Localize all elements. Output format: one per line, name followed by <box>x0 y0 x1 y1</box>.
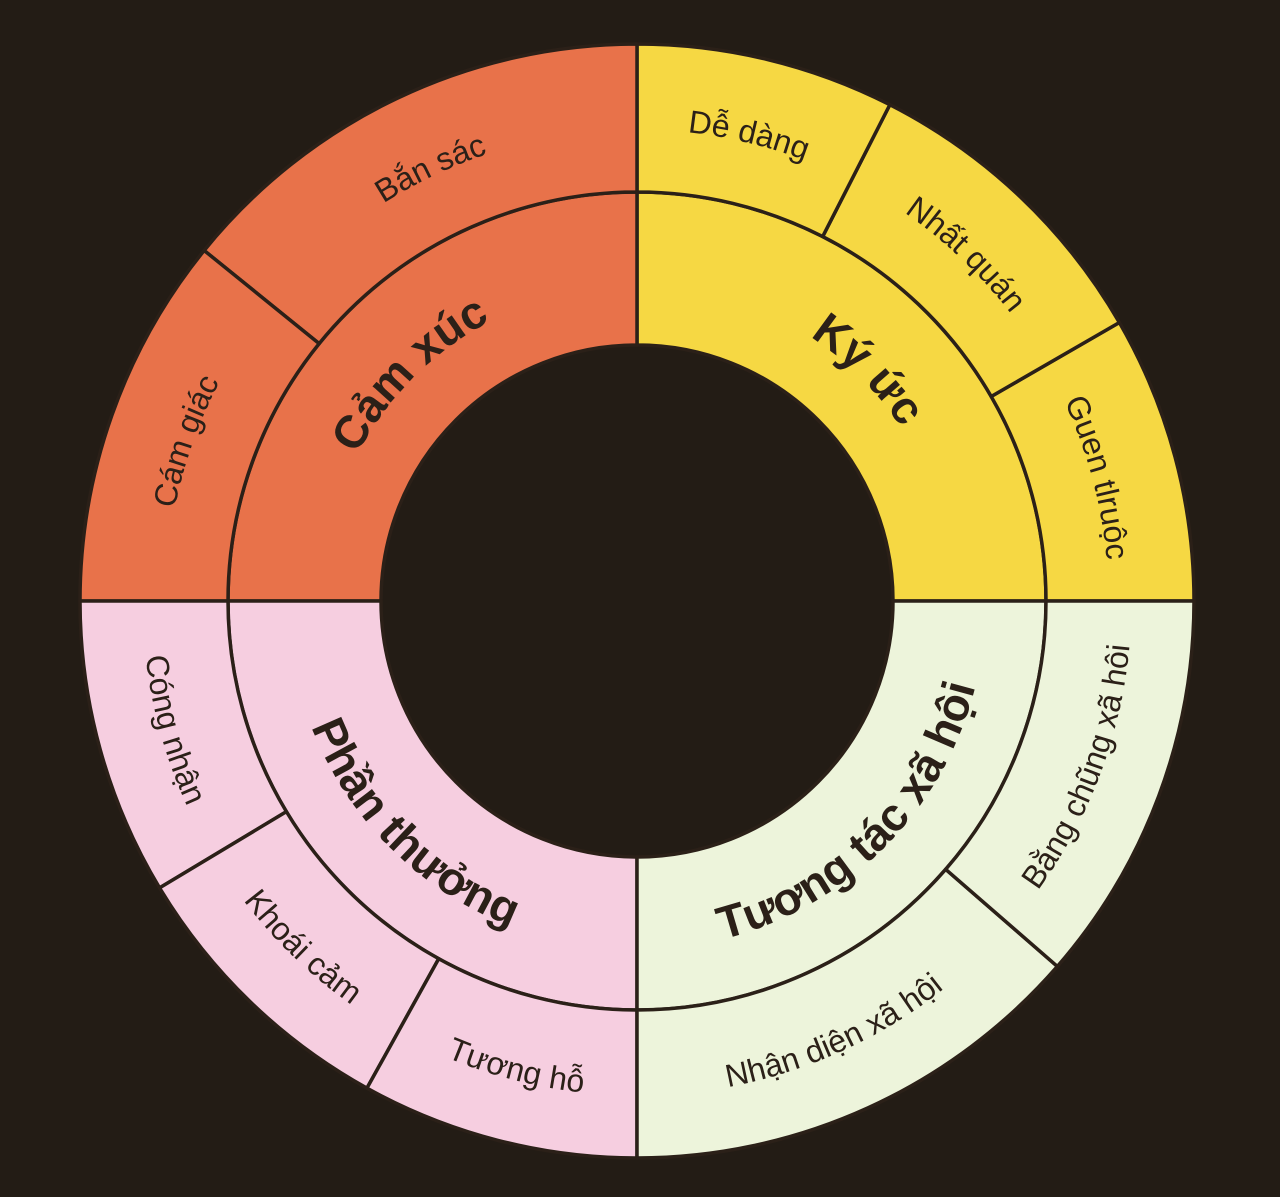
segment-outer-nhan-dien-xa-hoi <box>635 867 1060 1160</box>
segment-outer-nhat-quan <box>820 102 1122 399</box>
segment-outer-de-dang <box>635 42 892 239</box>
segment-outer-ban-sac <box>202 42 639 346</box>
segment-outer-cam-giac <box>78 248 321 603</box>
segment-outer-tuong-ho <box>365 956 639 1160</box>
segment-outer-bang-chung-xa-hoi <box>943 599 1196 969</box>
segment-outer-cong-nhan <box>78 599 289 890</box>
segment-outer-khoai-cam <box>157 809 441 1090</box>
